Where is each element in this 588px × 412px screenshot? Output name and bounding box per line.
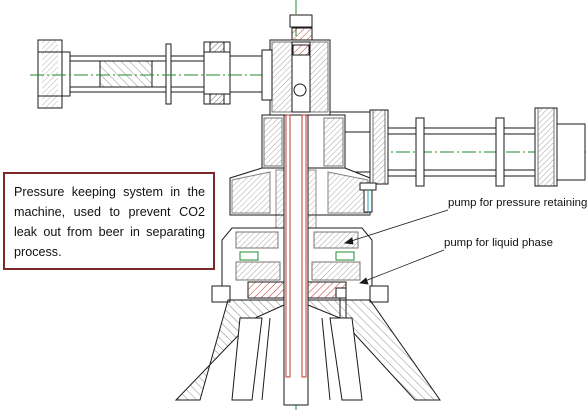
leader-lines	[343, 209, 449, 285]
callout-box: Pressure keeping system in the machine, …	[3, 172, 215, 270]
left-pipe-assembly	[37, 39, 268, 109]
separator-bowl	[174, 299, 441, 401]
label-pump-pressure-retaining: pump for pressure retaining	[448, 197, 587, 209]
label-pump-liquid-phase: pump for liquid phase	[444, 237, 553, 249]
pump-housings	[211, 227, 389, 333]
top-tee-housing	[261, 14, 331, 116]
callout-text: Pressure keeping system in the machine, …	[14, 185, 205, 259]
